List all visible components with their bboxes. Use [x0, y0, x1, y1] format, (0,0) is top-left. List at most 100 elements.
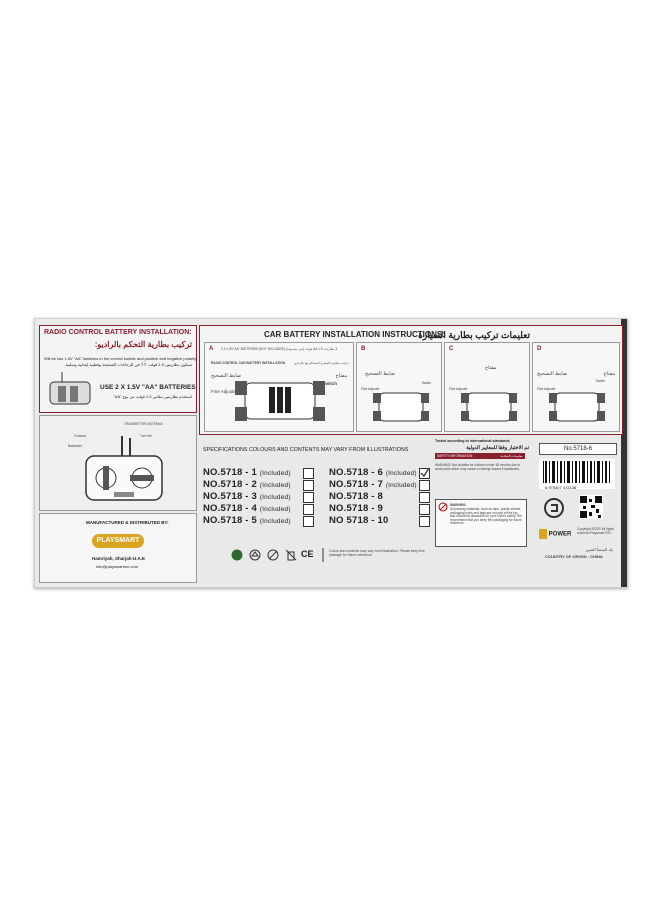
- model-label: NO.5718 - 3 (Included): [203, 491, 291, 502]
- age-warning-icon: [267, 549, 279, 561]
- model-row: NO.5718 - 9: [329, 503, 430, 515]
- switch-label-ar: مفتاح: [335, 373, 347, 379]
- radio-battery-panel: RADIO CONTROL BATTERY INSTALLATION: تركي…: [39, 325, 197, 413]
- model-included: (Included): [385, 482, 417, 489]
- model-number: NO.5718 - 9: [329, 503, 383, 514]
- model-number: NO.5718 - 6: [329, 467, 383, 478]
- model-included: (Included): [259, 518, 291, 525]
- power-brand-mark: [539, 529, 547, 539]
- model-row: NO.5718 - 2 (Included): [203, 479, 318, 491]
- model-included: (Included): [259, 470, 291, 477]
- distributor-email: info@playsmartme.com: [96, 564, 139, 569]
- safety-bar: SAFETY INFORMATION معلومات السلامة: [435, 453, 525, 459]
- eco-icon: [249, 549, 261, 561]
- step-c-fine: Fine Adjuster: [449, 387, 468, 391]
- turn-left-label: Turn left: [140, 434, 152, 438]
- origin-label: COUNTRY OF ORIGIN : CHINA: [545, 554, 603, 559]
- step-a-badge: A: [209, 346, 214, 352]
- recycle-icon: [231, 549, 243, 561]
- model-checkbox-checked: [419, 468, 430, 479]
- model-checkbox: [419, 516, 430, 527]
- batteries-label-ar: استخدم بطاريتين مقاس 1.5 فولت من نوع "AA…: [113, 394, 192, 399]
- step-b-fine: Fine Adjuster: [361, 387, 380, 391]
- model-row: NO.5718 - 1 (Included): [203, 467, 318, 479]
- model-label: NO.5718 - 9: [329, 503, 383, 514]
- radio-battery-title: RADIO CONTROL BATTERY INSTALLATION:: [44, 329, 192, 336]
- antenna-label: TRANSMITTER ANTENNA: [124, 422, 163, 426]
- step-b-panel: B ضابط التصحيح Fine Adjuster Switch: [356, 342, 442, 432]
- qr-code-icon: [579, 495, 603, 519]
- brand-emblem-icon: [544, 498, 564, 518]
- tested-label-ar: تم الاختبار وفقا للمعايير الدولية: [466, 445, 529, 451]
- safety-label: SAFETY INFORMATION: [437, 454, 473, 458]
- backward-label: Backward: [68, 444, 82, 448]
- specs-heading: SPECIFICATIONS COLOURS AND CONTENTS MAY …: [203, 447, 409, 453]
- car-chassis-icon: [235, 381, 325, 421]
- step-d-panel: D ضابط التصحيح مفتاح Switch Fine Adjuste…: [532, 342, 620, 432]
- barcode-number: 6 975307 472138: [545, 485, 577, 490]
- rc-install-label-ar: تركيب بطارية السيارة المتحكم بها بالرادي…: [294, 361, 350, 365]
- step-d-switch: Switch: [595, 379, 605, 383]
- radio-battery-title-ar: تركيب بطارية التحكم بالراديو:: [94, 340, 192, 349]
- model-label: NO.5718 - 2 (Included): [203, 479, 291, 490]
- warning-body-text: All packing materials, such as tape, pla…: [450, 507, 522, 526]
- transmitter-icon: [85, 436, 163, 501]
- model-row: NO.5718 - 4 (Included): [203, 503, 318, 515]
- step-b-badge: B: [361, 346, 366, 352]
- model-number: NO.5718 - 4: [203, 503, 257, 514]
- car-battery-title: CAR BATTERY INSTALLATION INSTRUCTIONS:: [264, 330, 445, 339]
- playsmart-brand: PLAYSMART: [96, 537, 140, 544]
- model-label: NO.5718 - 6 (Included): [329, 467, 417, 478]
- product-code-box: No.5718-6: [539, 443, 617, 455]
- copyright-text-body: Copyright 2022© All rights reserved Play…: [577, 527, 614, 535]
- weee-bin-icon: [285, 549, 297, 561]
- product-section: No.5718-6 6 975307 472138 POWER: [539, 437, 621, 585]
- standards-section: Tested according to international standa…: [435, 437, 535, 585]
- model-row: NO.5718 - 8: [329, 491, 430, 503]
- step-a-panel: A 3 X 1.5V"AA" BATTERIES (NOT INCLUDED) …: [204, 342, 354, 432]
- ce-mark-icon: CE: [301, 549, 314, 559]
- rc-install-label: RADIO CONTROL CAR BATTERY INSTALLATION: [211, 361, 285, 365]
- origin-label-ar: بلد المنشأ:الصين: [585, 547, 613, 552]
- model-checkbox: [419, 480, 430, 491]
- model-number: NO.5718 - 3: [203, 491, 257, 502]
- model-number: NO.5718 - 7: [329, 479, 383, 490]
- radio-battery-note: Will be two 1.5V "AA" batteries in the c…: [44, 356, 197, 361]
- model-row: NO.5718 - 6 (Included): [329, 467, 430, 479]
- step-d-car-icon: [549, 392, 605, 422]
- step-b-fine-ar: ضابط التصحيح: [365, 371, 396, 377]
- fine-adjuster-label: Fine Adjuster: [211, 389, 238, 394]
- forward-label: Forward: [74, 434, 86, 438]
- step-d-switch-ar: مفتاح: [603, 371, 615, 377]
- model-included: (Included): [385, 470, 417, 477]
- step-b-car-icon: [373, 392, 429, 422]
- car-battery-panel: CAR BATTERY INSTALLATION INSTRUCTIONS: ت…: [199, 325, 623, 435]
- batteries-label: USE 2 X 1.5V "AA" BATTERIES: [100, 384, 196, 391]
- model-label: NO.5718 - 7 (Included): [329, 479, 417, 490]
- step-c-badge: C: [449, 346, 454, 352]
- specs-disclaimer-text: Colors and contents may vary from illust…: [329, 549, 425, 557]
- warning-text-body: WARNING! Not suitable for children under…: [435, 463, 521, 471]
- model-row: NO 5718 - 10: [329, 515, 430, 527]
- distributor-label: MANUFACTURED & DISTRIBUTED BY:: [86, 520, 169, 525]
- warning-box: WARNING: All packing materials, such as …: [435, 499, 527, 547]
- barcode-icon: [539, 459, 615, 489]
- separator-icon: [322, 548, 324, 562]
- model-label: NO.5718 - 5 (Included): [203, 515, 291, 526]
- checkmark-icon: [420, 469, 429, 477]
- step-d-fine: Fine Adjuster: [537, 387, 556, 391]
- tested-label: Tested according to international standa…: [435, 439, 510, 443]
- warning-body: All packing materials, such as tape, pla…: [450, 507, 522, 526]
- switch-label: Switch: [322, 381, 337, 386]
- power-brand-text: POWER: [548, 531, 572, 538]
- safety-label-ar: معلومات السلامة: [500, 454, 523, 458]
- model-number: NO.5718 - 2: [203, 479, 257, 490]
- distributor-address: Hamriyah, Sharjah-U.A.E: [92, 556, 146, 561]
- step-d-fine-ar: ضابط التصحيح: [537, 371, 568, 377]
- product-code: No.5718-6: [563, 446, 593, 452]
- model-number: NO.5718 - 1: [203, 467, 257, 478]
- model-label: NO.5718 - 1 (Included): [203, 467, 291, 478]
- model-included: (Included): [259, 506, 291, 513]
- box-side-edge: [621, 319, 627, 587]
- step-c-car-icon: [461, 392, 517, 422]
